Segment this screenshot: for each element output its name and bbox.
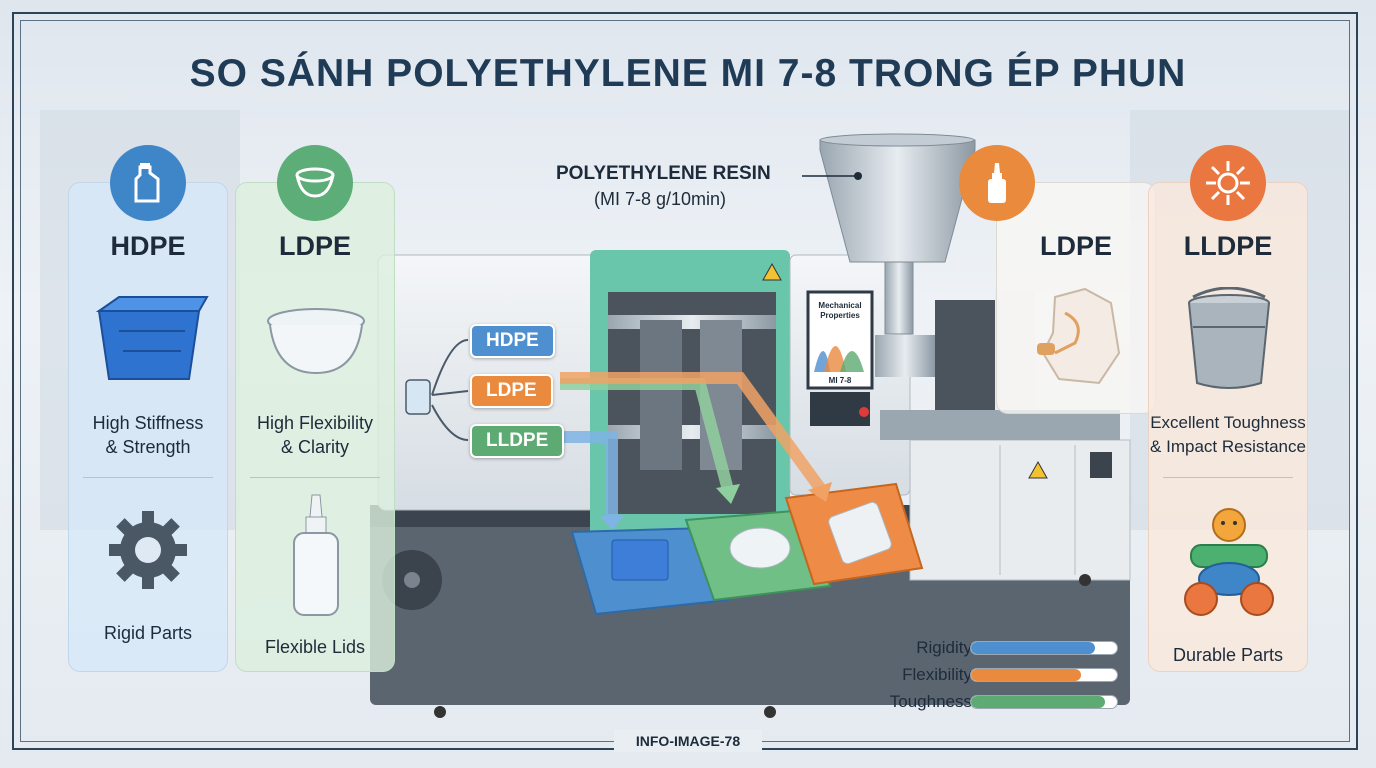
- bar-fill: [971, 642, 1096, 654]
- gear-icon: [109, 511, 187, 589]
- bar-fill: [971, 696, 1106, 708]
- dropper-bottle-icon: [293, 494, 339, 616]
- material-splitter: [405, 379, 431, 415]
- tag-lldpe: LLDPE: [470, 424, 565, 458]
- feature-line-2: & Impact Resistance: [1150, 437, 1306, 456]
- emergency-stop-button[interactable]: [859, 407, 869, 417]
- card-title: LDPE: [1039, 231, 1112, 261]
- screen-title-2: Properties: [820, 311, 860, 320]
- card-hdpe: HDPE High Stiffness & Strength Rigid Part…: [68, 145, 228, 672]
- resin-mi: (MI 7-8 g/10min): [594, 189, 727, 209]
- feature-line-2: & Strength: [105, 437, 191, 457]
- card-use: Rigid Parts: [103, 623, 193, 643]
- footer-label: INFO-IMAGE-78: [614, 730, 762, 752]
- lidded-bowl-icon: [267, 308, 365, 375]
- container-product: [828, 501, 892, 565]
- flexible-part-icon: [1037, 287, 1121, 385]
- bottle-jug-icon: [110, 145, 186, 221]
- injection-rail: [880, 410, 1120, 440]
- screen-caption: MI 7-8: [829, 376, 852, 385]
- card-lldpe: LLDPE Excellent Toughness & Impact Resist…: [1148, 145, 1308, 672]
- crate-product: [611, 539, 669, 581]
- property-bar-flexibility: [970, 668, 1118, 682]
- divider: [83, 477, 213, 478]
- card-title: LDPE: [278, 231, 351, 261]
- squeeze-bottle-icon: [959, 145, 1035, 221]
- card-feature: High Flexibility & Clarity: [236, 411, 394, 459]
- resin-title: POLYETHYLENE RESIN: [556, 163, 771, 184]
- injection-drive: [935, 300, 995, 410]
- lldpe-flow-arrow: [560, 372, 825, 492]
- card-ldpe: LDPE High Flexibility & Clarity Flexible …: [235, 145, 395, 672]
- warning-sign-icon: [1028, 460, 1048, 479]
- card-feature: Excellent Toughness & Impact Resistance: [1149, 411, 1307, 459]
- resin-label: POLYETHYLENE RESIN (MI 7-8 g/10min): [556, 163, 771, 210]
- bowl-icon: [277, 145, 353, 221]
- property-bar-rigidity: [970, 641, 1118, 655]
- property-label-rigidity: Rigidity: [916, 638, 972, 657]
- divider: [250, 477, 380, 478]
- card-feature: High Stiffness & Strength: [69, 411, 227, 459]
- feature-line-1: Excellent Toughness: [1150, 413, 1306, 432]
- toy-icon: [1184, 508, 1274, 616]
- bowl-product: [729, 527, 791, 569]
- feature-line-2: & Clarity: [280, 437, 349, 457]
- card-title: LLDPE: [1183, 231, 1273, 261]
- injection-barrel: [875, 335, 935, 377]
- card-ldpe-right: LDPE: [959, 145, 1156, 414]
- hdpe-flow-arrow: [555, 431, 618, 520]
- card-use: Durable Parts: [1172, 645, 1284, 665]
- crate-icon: [95, 296, 209, 380]
- bar-fill: [971, 669, 1081, 681]
- hopper: [819, 139, 976, 263]
- screen-title-1: Mechanical: [818, 301, 861, 310]
- feature-line-1: High Flexibility: [256, 413, 374, 433]
- divider: [1163, 477, 1293, 478]
- property-label-toughness: Toughness: [889, 692, 972, 711]
- property-label-flexibility: Flexibility: [902, 665, 972, 684]
- warning-sign-icon: [762, 262, 782, 281]
- hopper-throat: [884, 261, 914, 335]
- page-title: SO SÁNH POLYETHYLENE MI 7-8 TRONG ÉP PHU…: [189, 52, 1187, 95]
- property-bar-toughness: [970, 695, 1118, 709]
- card-use: Flexible Lids: [264, 637, 366, 657]
- card-title: HDPE: [110, 231, 186, 261]
- tag-ldpe: LDPE: [470, 374, 553, 408]
- impact-burst-icon: [1190, 145, 1266, 221]
- tag-hdpe: HDPE: [470, 324, 555, 358]
- feature-line-1: High Stiffness: [92, 413, 204, 433]
- bucket-icon: [1188, 287, 1270, 389]
